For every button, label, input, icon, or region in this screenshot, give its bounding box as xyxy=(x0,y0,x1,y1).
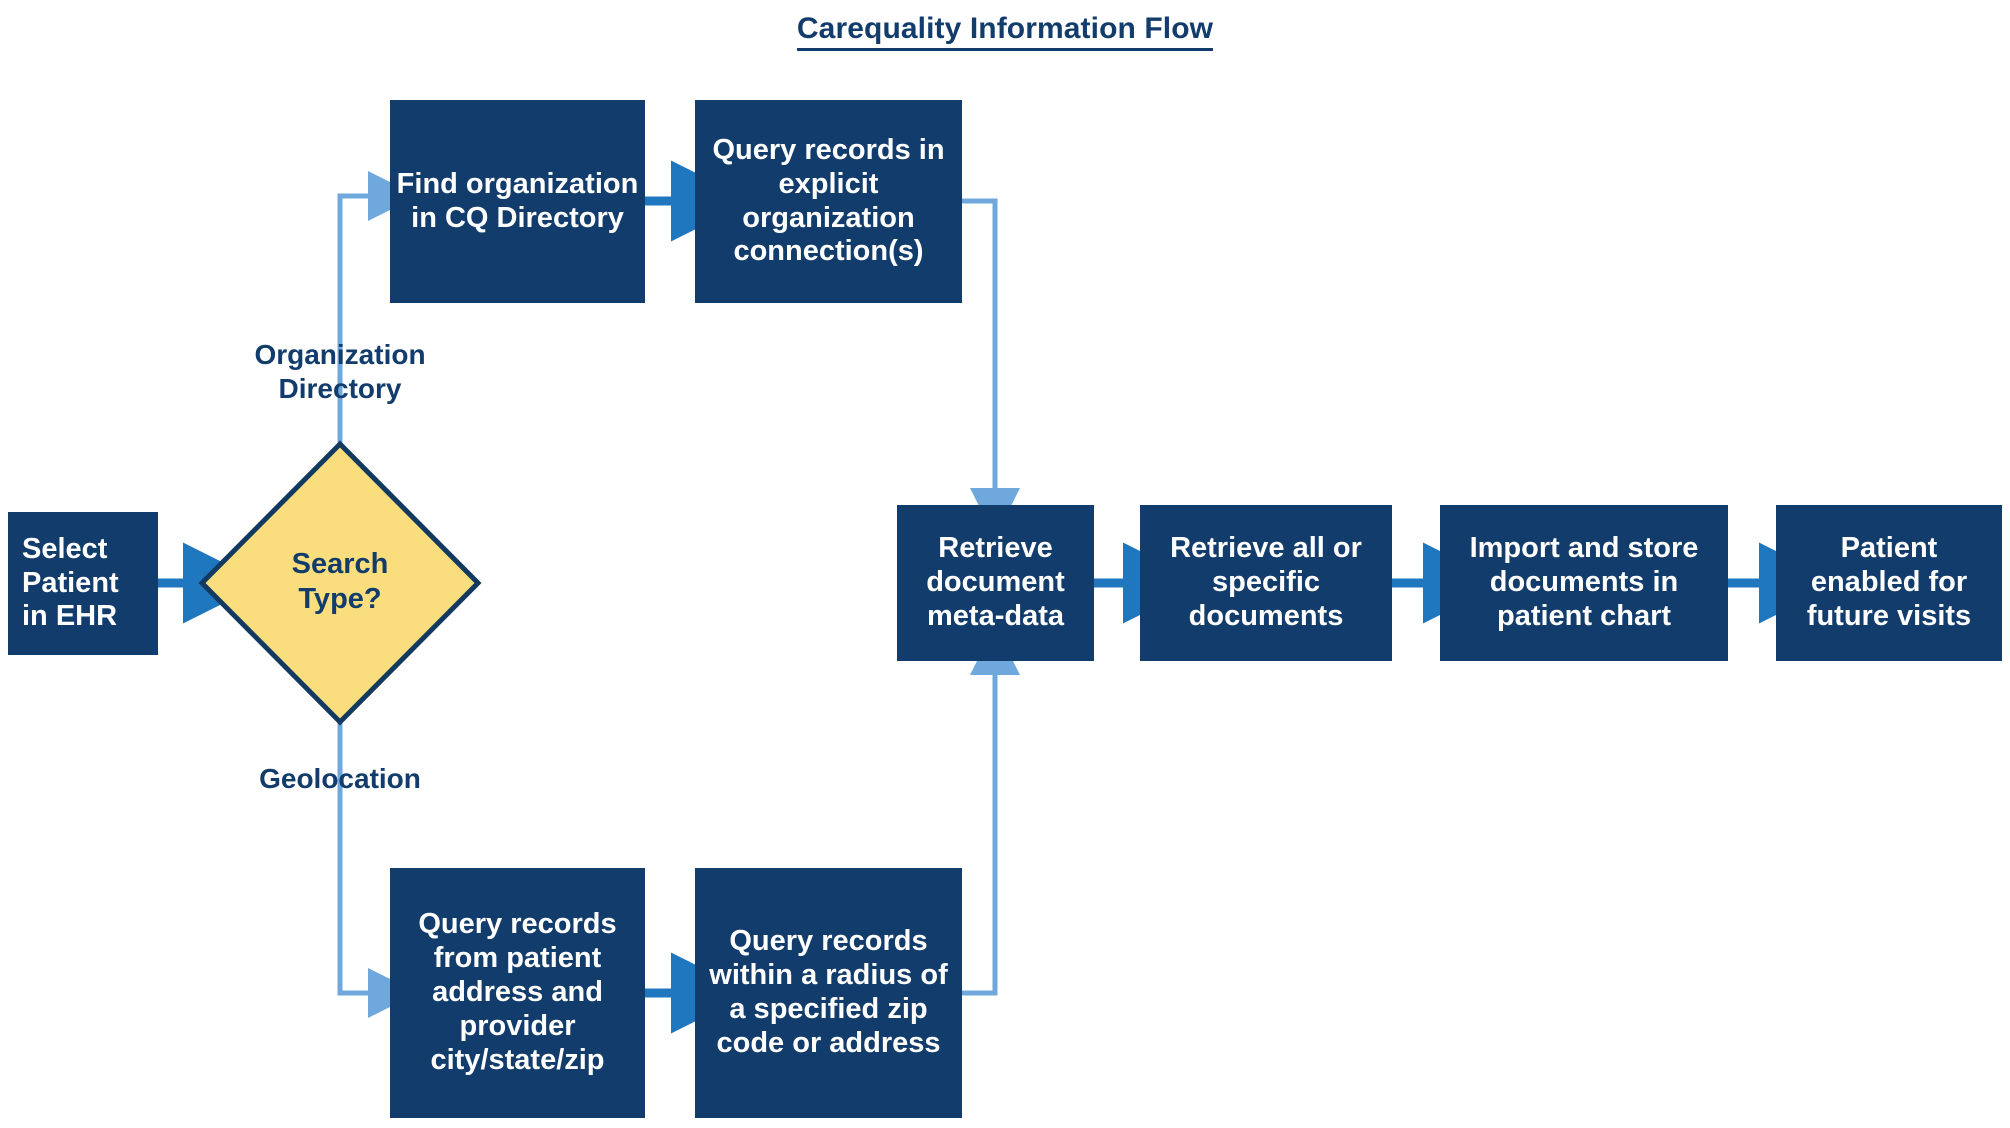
edge-decision-to-query-address xyxy=(337,722,418,1018)
node-import-and-store-documents[interactable]: Import and store documents in patient ch… xyxy=(1440,505,1728,661)
edge-query-radius-to-retrieve-meta xyxy=(962,625,1020,996)
page-title: Carequality Information Flow xyxy=(0,12,2010,51)
edge-decision-to-find-org xyxy=(337,171,418,444)
node-query-records-patient-address[interactable]: Query records from patient address and p… xyxy=(390,868,645,1118)
branch-label-geolocation: Geolocation xyxy=(259,763,421,794)
node-retrieve-document-meta-data[interactable]: Retrieve document meta-data xyxy=(897,505,1094,661)
node-select-patient-in-ehr[interactable]: Select Patient in EHR xyxy=(8,512,158,655)
node-retrieve-all-or-specific-documents[interactable]: Retrieve all or specific documents xyxy=(1140,505,1392,661)
page-title-text: Carequality Information Flow xyxy=(796,12,1214,51)
edge-query-explicit-to-retrieve-meta xyxy=(962,198,1020,538)
branch-label-organization-directory: Organization Directory xyxy=(254,339,426,404)
decision-diamond[interactable] xyxy=(198,440,482,726)
node-patient-enabled-for-future-visits[interactable]: Patient enabled for future visits xyxy=(1776,505,2002,661)
node-find-organization-in-cq-directory[interactable]: Find organization in CQ Directory xyxy=(390,100,645,303)
node-query-records-within-radius[interactable]: Query records within a radius of a speci… xyxy=(695,868,962,1118)
node-query-records-explicit-organization[interactable]: Query records in explicit organization c… xyxy=(695,100,962,303)
